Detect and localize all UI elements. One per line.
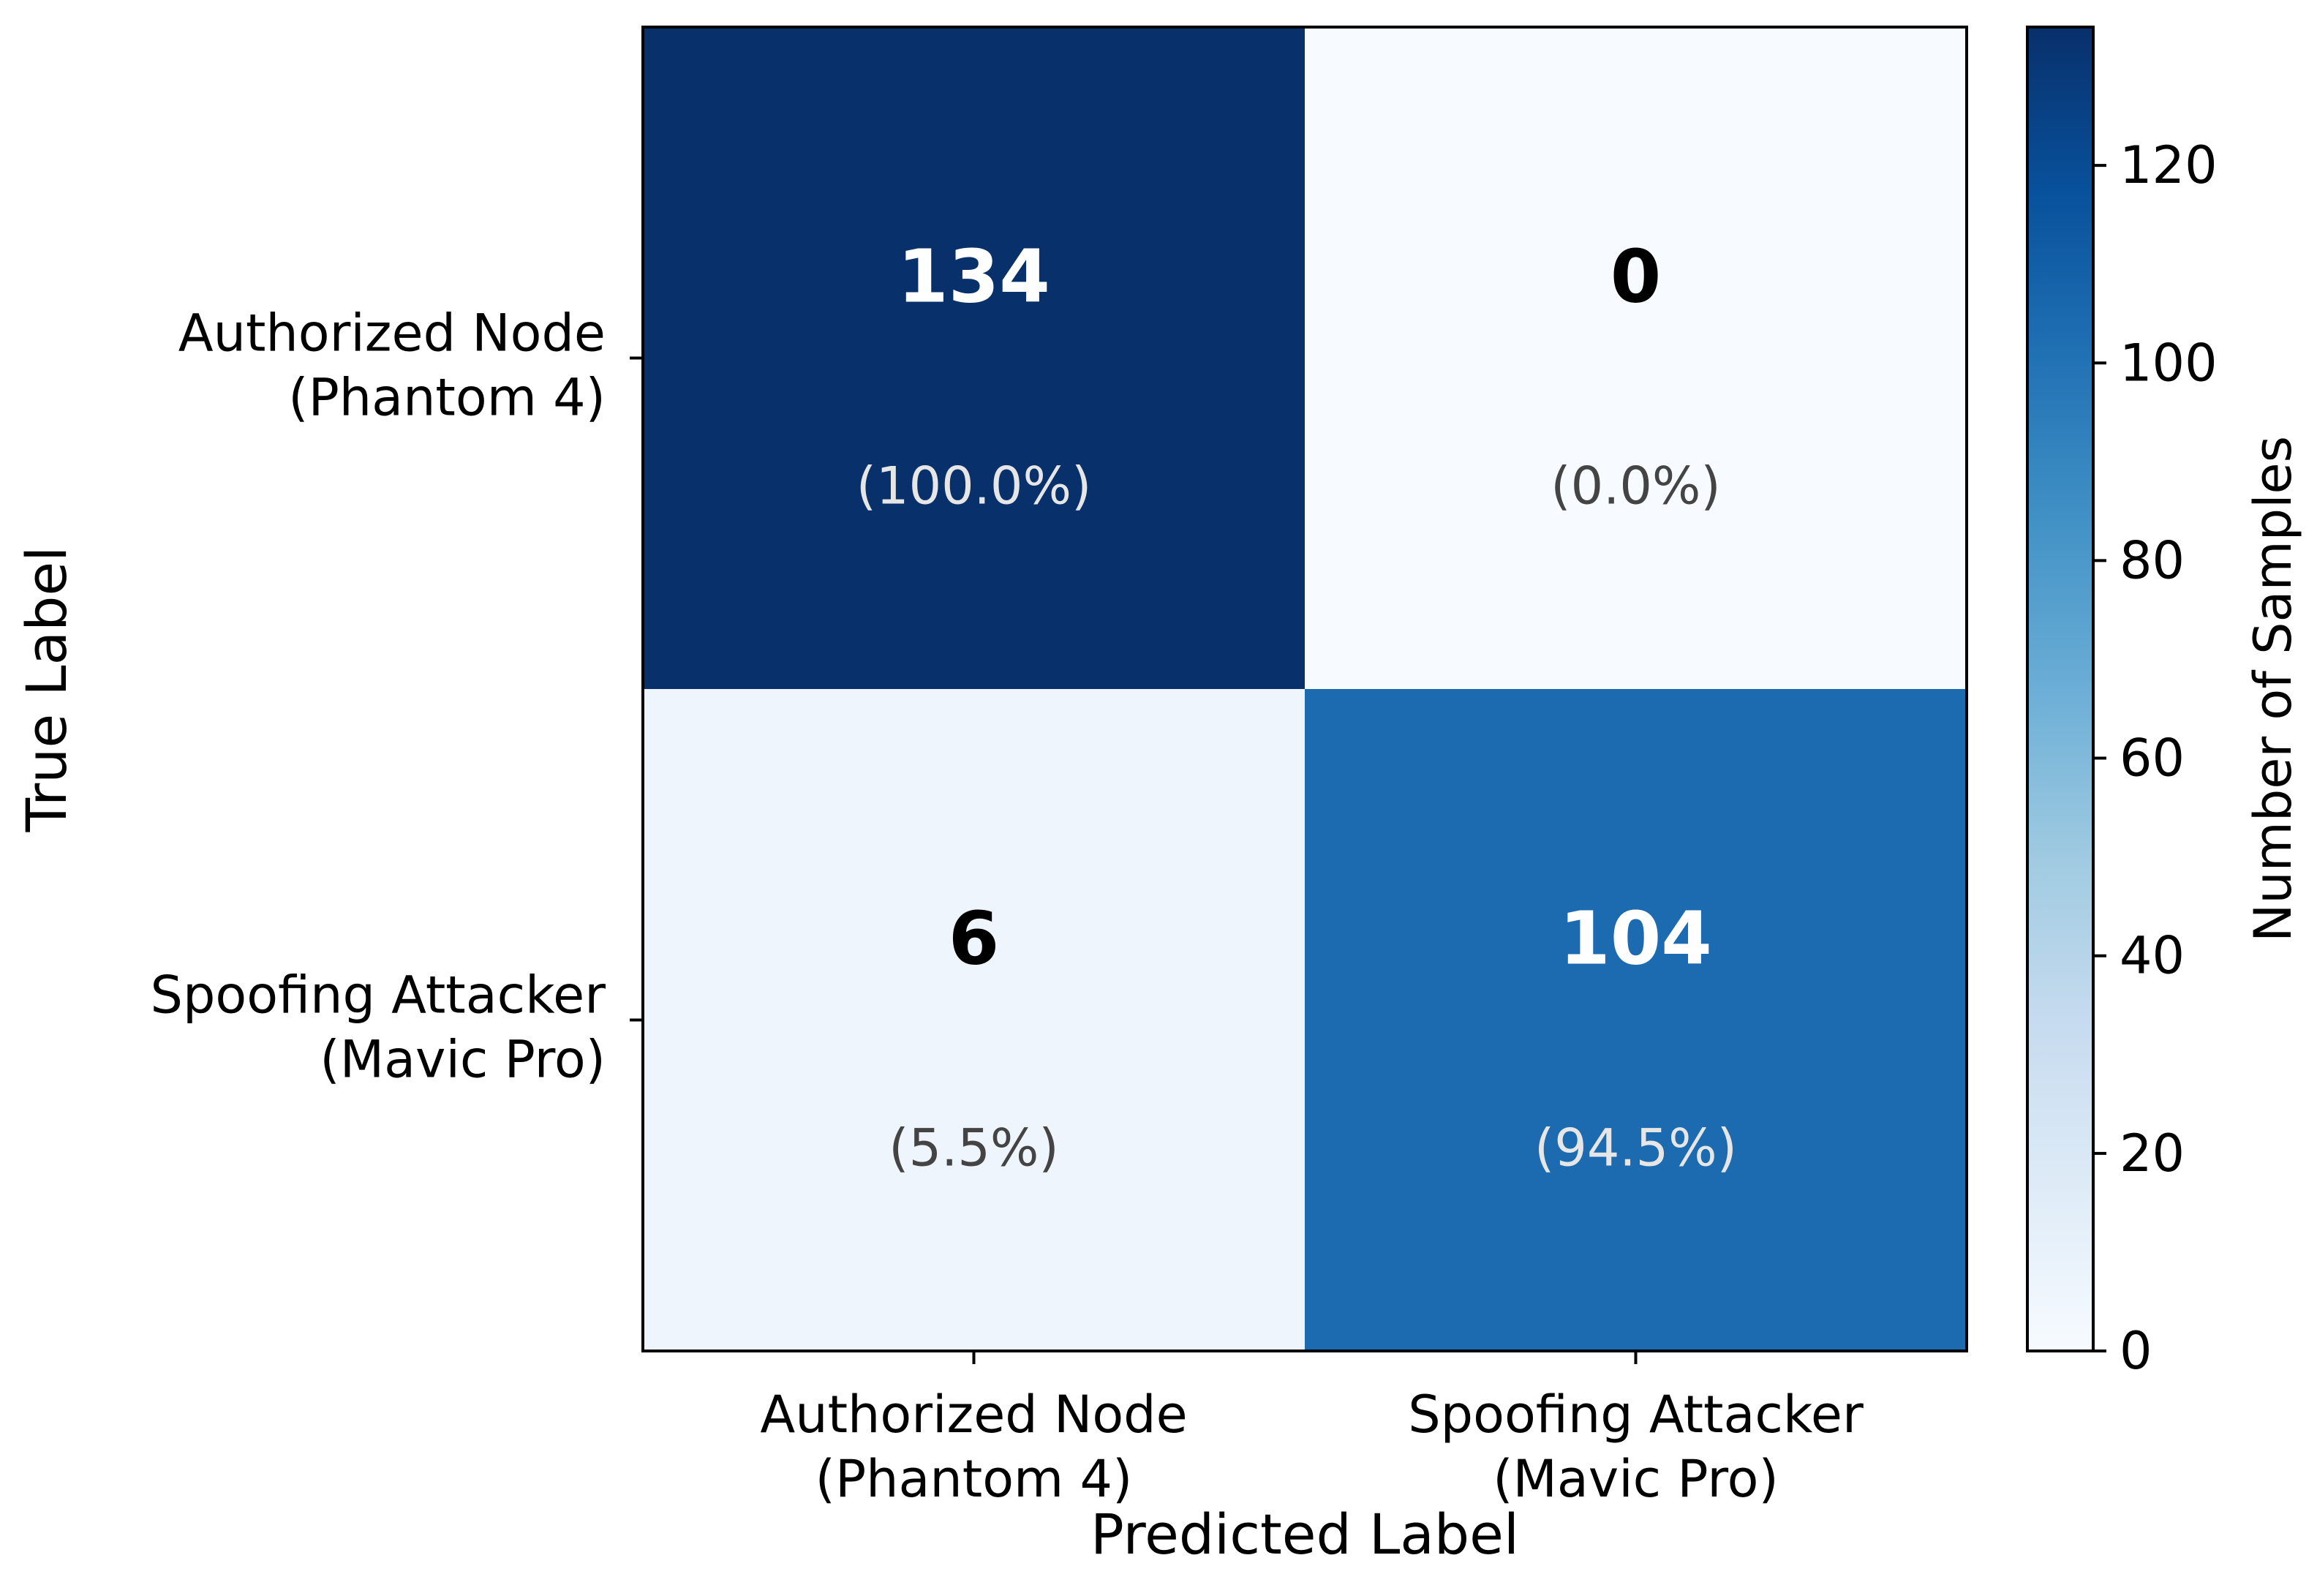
y-tick-label: (Mavic Pro) [320,1030,606,1090]
heatmap-cell [643,689,1305,1351]
heatmap-cell [1305,27,1967,689]
x-axis-label: Predicted Label [1090,1502,1519,1567]
colorbar-tick-label: 80 [2120,530,2185,590]
x-tick-label: Spoofing Attacker [1408,1385,1864,1445]
cell-percent-label: (100.0%) [856,456,1092,516]
y-tick-label: Authorized Node [178,304,606,364]
heatmap-cell [643,27,1305,689]
colorbar-tick-label: 0 [2120,1321,2152,1381]
colorbar-tick-label: 60 [2120,729,2185,788]
y-tick-label: Spoofing Attacker [151,965,606,1025]
cell-count-label: 104 [1559,896,1712,982]
colorbar-tick-label: 20 [2120,1123,2185,1183]
x-tick-label: (Mavic Pro) [1493,1449,1779,1509]
y-axis-ticks: Authorized Node(Phantom 4) Spoofing Attac… [151,304,643,1090]
x-tick-label: (Phantom 4) [815,1449,1133,1509]
heatmap-cell [1305,689,1967,1351]
x-axis-ticks: Authorized Node(Phantom 4) Spoofing Attac… [760,1351,1864,1509]
x-tick-label: Authorized Node [760,1385,1187,1445]
cell-count-label: 6 [949,896,1000,982]
colorbar [2026,26,2095,1352]
colorbar-tick-label: 40 [2120,926,2185,986]
heatmap-cells: 134 (100.0%) 0 (0.0%) 6 (5.5%) 104 (94.5%) [643,27,1967,1351]
y-tick-label: (Phantom 4) [288,368,606,428]
colorbar-tick-label: 120 [2120,135,2218,195]
cell-count-label: 134 [897,234,1050,320]
y-axis-label: True Label [14,546,79,833]
colorbar-tick-label: 100 [2120,333,2218,393]
plot-frame [641,26,1968,1352]
cell-count-label: 0 [1610,234,1662,320]
cell-percent-label: (94.5%) [1534,1118,1737,1178]
cell-percent-label: (5.5%) [889,1118,1058,1178]
colorbar-label: Number of Samples [2243,436,2303,942]
colorbar-ticks: 0 20 40 60 80 100 120 [2093,135,2218,1381]
cell-percent-label: (0.0%) [1551,456,1720,516]
